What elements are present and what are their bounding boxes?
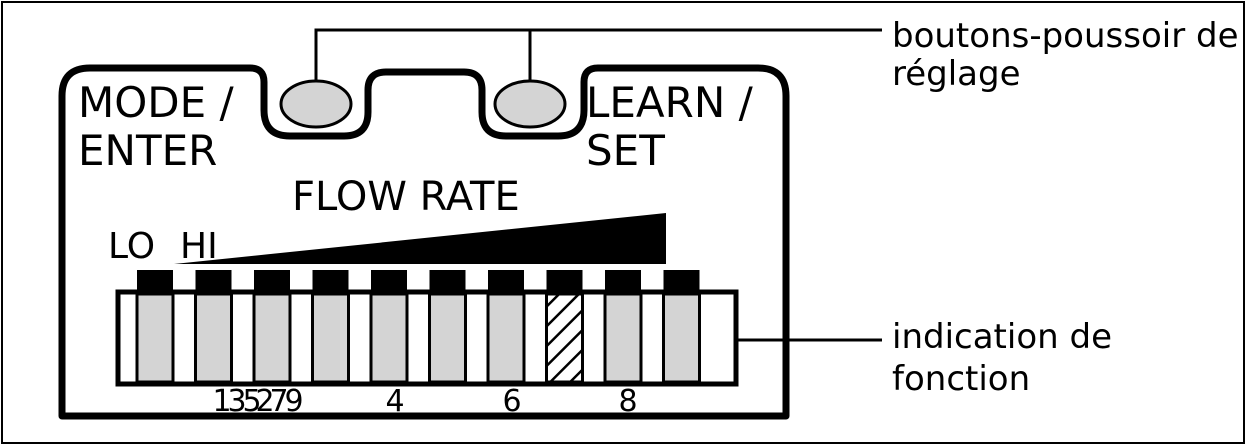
segment-9 [603,292,643,384]
segment-hatched [545,292,584,384]
learn-set-push-button[interactable] [493,79,567,129]
mode-label: MODE / [78,78,235,127]
segment-cap-9 [605,270,641,294]
segment-10 [662,292,701,384]
mode-enter-push-button[interactable] [279,79,353,129]
flow-rate-wedge [174,213,666,264]
segment-4 [311,292,350,384]
scale-number-2: 2 [255,384,274,419]
scale-number-8: 8 [618,384,637,419]
scale-number-5: 5 [242,384,261,419]
segment-cap-5 [371,270,407,294]
segment-2 [194,292,233,384]
control-panel-outline [58,64,790,420]
lo-label: LO [108,226,155,267]
scale-number-4: 4 [385,384,404,419]
segment-6 [428,292,467,384]
segment-7 [486,292,526,384]
callout-indication-line1: indication de [892,317,1112,357]
learn-label: LEARN / [586,78,754,127]
segment-cap-8 [546,270,583,294]
segment-cap-4 [312,270,349,294]
segment-cap-7 [488,270,524,294]
buttons-leader-line [314,28,882,82]
segment-cap-3 [254,270,290,294]
enter-label: ENTER [78,126,217,175]
scale-number-9: 9 [284,384,303,419]
segment-3 [252,292,292,384]
segment-cap-1 [137,270,173,294]
scale-number-6: 6 [502,384,521,419]
segment-bar [115,270,739,387]
callout-indication-line2: fonction [892,359,1030,399]
callout-buttons-line1: boutons-poussoir de [892,16,1239,56]
callout-buttons-line2: réglage [892,54,1021,94]
scale-number-3: 3 [227,384,246,419]
flow-rate-label: FLOW RATE [292,174,520,220]
scale-number-1: 1 [212,384,231,419]
segment-1 [135,292,175,384]
segment-cap-6 [429,270,466,294]
segment-cap-2 [195,270,232,294]
segment-5 [369,292,409,384]
scale-number-7: 7 [269,384,288,419]
set-label: SET [586,126,665,175]
segment-cap-10 [663,270,700,294]
